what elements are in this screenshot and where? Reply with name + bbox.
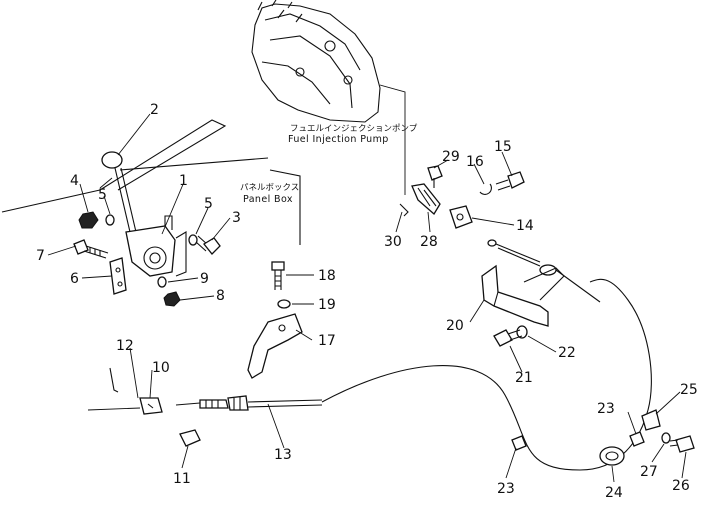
callout-26: 26 bbox=[672, 478, 690, 494]
snap-ring-16 bbox=[479, 183, 492, 195]
clip-23-left bbox=[511, 435, 527, 451]
pump-label-jp: フュエルインジェクションポンプ bbox=[290, 124, 418, 134]
clip-23-right bbox=[629, 431, 645, 447]
grommet-24 bbox=[599, 446, 625, 466]
callout-7: 7 bbox=[36, 248, 45, 264]
callout-19: 19 bbox=[318, 297, 336, 313]
callout-17: 17 bbox=[318, 333, 336, 349]
washer-9 bbox=[157, 276, 167, 288]
callout-10: 10 bbox=[152, 360, 170, 376]
governor-lever-assembly bbox=[99, 151, 187, 277]
panel-label-jp: パネルボックス bbox=[240, 183, 299, 193]
bolt-26 bbox=[669, 435, 695, 453]
bolt-18 bbox=[271, 261, 285, 290]
callout-8: 8 bbox=[216, 288, 225, 304]
bolt-21 bbox=[493, 329, 523, 347]
callout-5-right: 5 bbox=[204, 196, 213, 212]
callout-9: 9 bbox=[200, 271, 209, 287]
callout-24: 24 bbox=[605, 485, 623, 501]
washer-5-right bbox=[188, 234, 198, 246]
callout-23-right: 23 bbox=[597, 401, 615, 417]
pin-30 bbox=[399, 203, 409, 217]
cable-end-fittings bbox=[487, 239, 601, 303]
callout-3: 3 bbox=[232, 210, 241, 226]
bolt-3 bbox=[195, 235, 221, 255]
callout-5-left: 5 bbox=[98, 187, 107, 203]
pump-label-en: Fuel Injection Pump bbox=[288, 134, 389, 145]
bracket-20 bbox=[481, 264, 565, 327]
nut-8 bbox=[163, 291, 181, 307]
clamp-25 bbox=[641, 409, 661, 431]
callout-30: 30 bbox=[384, 234, 402, 250]
bracket-17 bbox=[247, 313, 303, 379]
panel-box-outline bbox=[1, 119, 301, 245]
rod-end-10 bbox=[139, 397, 163, 415]
callout-14: 14 bbox=[516, 218, 534, 234]
callout-12: 12 bbox=[116, 338, 134, 354]
callout-20: 20 bbox=[446, 318, 464, 334]
cable-13 bbox=[175, 278, 652, 471]
bolt-15 bbox=[495, 171, 525, 191]
bolt-29 bbox=[427, 165, 443, 188]
callout-11: 11 bbox=[173, 471, 191, 487]
washer-5-left bbox=[105, 214, 115, 226]
clip-12 bbox=[109, 367, 119, 393]
fuel-injection-pump bbox=[251, 0, 406, 195]
bracket-6 bbox=[109, 257, 127, 295]
callout-16: 16 bbox=[466, 154, 484, 170]
joint-28 bbox=[411, 183, 441, 216]
callout-numbers: 1 2 3 4 5 5 6 7 8 9 10 11 12 13 14 15 16… bbox=[36, 102, 698, 501]
leader-lines bbox=[47, 113, 687, 483]
rod-end-14 bbox=[449, 205, 473, 229]
callout-21: 21 bbox=[515, 370, 533, 386]
washer-19 bbox=[277, 299, 291, 309]
callout-4: 4 bbox=[70, 173, 79, 189]
callout-23-left: 23 bbox=[497, 481, 515, 497]
callout-25: 25 bbox=[680, 382, 698, 398]
callout-6: 6 bbox=[70, 271, 79, 287]
washer-22 bbox=[516, 325, 528, 339]
callout-2: 2 bbox=[150, 102, 159, 118]
pin-11 bbox=[179, 429, 201, 447]
panel-label-en: Panel Box bbox=[243, 194, 293, 205]
bolt-7 bbox=[73, 239, 109, 259]
callout-13: 13 bbox=[274, 447, 292, 463]
callout-29: 29 bbox=[442, 149, 460, 165]
washer-27 bbox=[661, 432, 671, 444]
callout-15: 15 bbox=[494, 139, 512, 155]
callout-27: 27 bbox=[640, 464, 658, 480]
callout-22: 22 bbox=[558, 345, 576, 361]
nut-4 bbox=[78, 211, 99, 229]
callout-1: 1 bbox=[179, 173, 188, 189]
callout-28: 28 bbox=[420, 234, 438, 250]
callout-18: 18 bbox=[318, 268, 336, 284]
